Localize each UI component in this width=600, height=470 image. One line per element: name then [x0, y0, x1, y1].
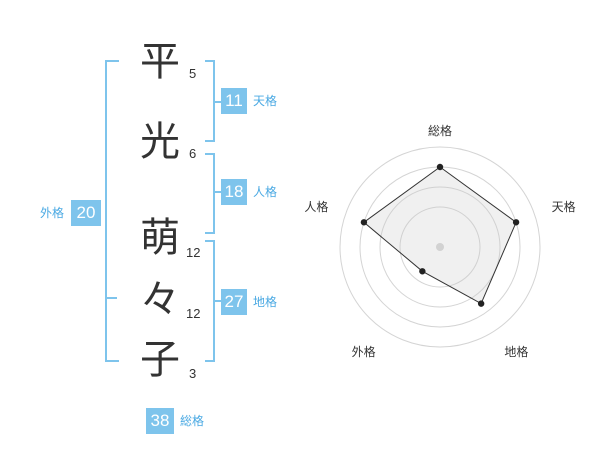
- radar-point-4: [419, 268, 426, 275]
- jinkaku-bracket: [205, 153, 215, 234]
- stroke-count-2: 6: [189, 146, 197, 161]
- tenkaku-connector: [213, 101, 221, 103]
- stroke-count-4: 12: [186, 306, 201, 321]
- chikaku-badge: 27: [221, 289, 247, 315]
- stroke-count-3: 12: [186, 245, 201, 260]
- radar-point-2: [512, 219, 520, 226]
- soukaku-label: 総格: [180, 414, 205, 428]
- gaikaku-bracket: [105, 60, 119, 362]
- gaikaku-badge: 20: [71, 200, 101, 226]
- radar-point-5: [360, 219, 368, 226]
- tenkaku-label: 天格: [253, 94, 278, 108]
- name-char-3: 萌: [140, 215, 180, 261]
- chikaku-connector: [213, 300, 221, 302]
- radar-axis-label-5: 人格: [304, 199, 328, 214]
- radar-ring-2: [399, 206, 481, 288]
- radar-value-polygon: [363, 166, 517, 305]
- name-char-5: 子: [140, 337, 180, 383]
- jinkaku-badge: 18: [221, 179, 247, 205]
- gaikaku-inner-tick: [107, 297, 117, 299]
- radar-center-dot: [436, 243, 444, 251]
- radar-axis-label-2: 天格: [552, 199, 576, 214]
- radar-axis-label-4: 外格: [352, 344, 376, 359]
- radar-ring-5: [339, 146, 541, 348]
- tenkaku-badge: 11: [221, 88, 247, 114]
- chikaku-label: 地格: [253, 295, 278, 309]
- radar-point-1: [436, 163, 444, 171]
- jinkaku-connector: [213, 191, 221, 193]
- radar-axis-label-1: 総格: [428, 123, 452, 138]
- radar-point-3: [477, 300, 485, 307]
- gaikaku-label: 外格: [40, 206, 65, 220]
- stroke-count-5: 3: [189, 366, 197, 381]
- soukaku-badge: 38: [146, 408, 174, 434]
- name-char-2: 光: [140, 119, 180, 165]
- jinkaku-label: 人格: [253, 185, 278, 199]
- name-char-4: 々: [140, 277, 180, 323]
- name-char-1: 平: [140, 39, 180, 85]
- stroke-count-1: 5: [189, 66, 197, 81]
- radar-axis-label-3: 地格: [504, 344, 528, 359]
- radar-ring-3: [379, 186, 501, 308]
